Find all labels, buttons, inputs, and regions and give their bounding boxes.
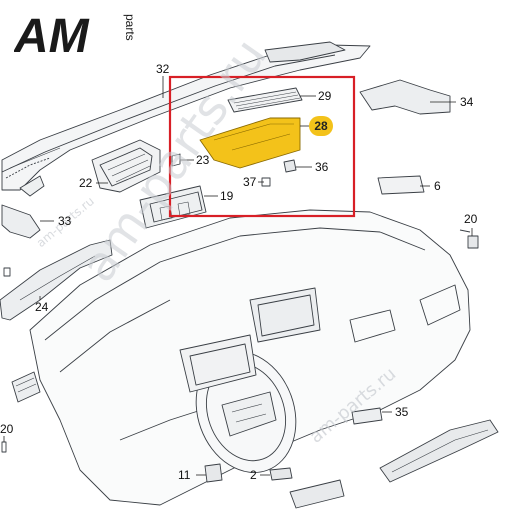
callout-28-highlighted: 28 (309, 116, 333, 136)
callout-6: 6 (434, 179, 441, 193)
logo-sub: parts (123, 14, 137, 41)
callout-32: 32 (156, 62, 170, 76)
center-vent-group (139, 87, 303, 229)
callout-20-right: 20 (464, 212, 478, 226)
callout-29: 29 (318, 89, 332, 103)
callout-36: 36 (315, 160, 329, 174)
callout-24: 24 (35, 300, 49, 314)
callout-37: 37 (243, 175, 257, 189)
left-bracket (0, 204, 113, 321)
bottom-small-parts (204, 463, 293, 483)
instrument-cluster (179, 334, 257, 393)
logo-letters: AM (14, 10, 90, 60)
callout-33: 33 (58, 214, 72, 228)
lower-left-vent (1, 371, 41, 453)
left-air-vent (91, 139, 161, 193)
callout-22: 22 (79, 176, 93, 190)
callout-34: 34 (460, 95, 474, 109)
lower-right-trim (289, 407, 499, 509)
callout-19: 19 (220, 189, 234, 203)
callout-35: 35 (395, 405, 409, 419)
callout-23: 23 (196, 153, 210, 167)
highlight-box (168, 75, 356, 218)
leader-lines (3, 76, 473, 476)
am-parts-logo: AM parts (13, 10, 140, 63)
right-bracket (359, 79, 479, 249)
callout-2: 2 (250, 468, 257, 482)
callout-20-left: 20 (0, 422, 14, 436)
callout-11: 11 (178, 468, 191, 482)
